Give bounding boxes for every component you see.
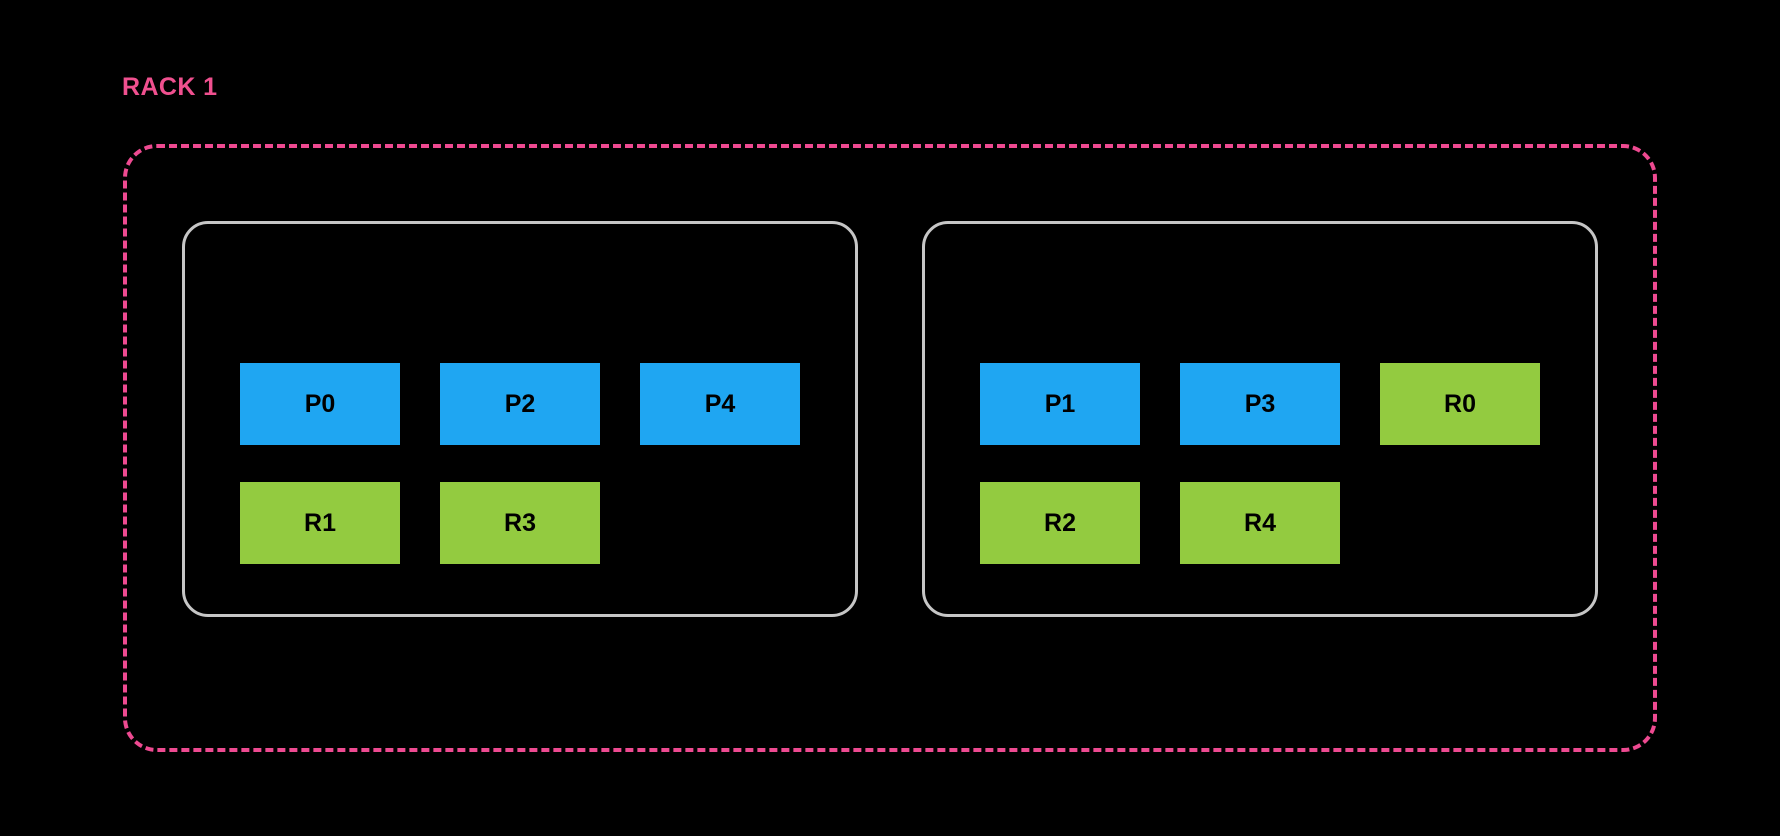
- cell-r1[interactable]: R1: [240, 482, 400, 564]
- cell-p0[interactable]: P0: [240, 363, 400, 445]
- cell-p4[interactable]: P4: [640, 363, 800, 445]
- node-container-right: [922, 221, 1598, 617]
- cell-p3[interactable]: P3: [1180, 363, 1340, 445]
- rack-boundary: [123, 144, 1657, 752]
- cell-r3[interactable]: R3: [440, 482, 600, 564]
- node-container-left: [182, 221, 858, 617]
- cell-r0[interactable]: R0: [1380, 363, 1540, 445]
- cell-r2[interactable]: R2: [980, 482, 1140, 564]
- rack-label: RACK 1: [122, 73, 218, 101]
- cell-p2[interactable]: P2: [440, 363, 600, 445]
- cell-r4[interactable]: R4: [1180, 482, 1340, 564]
- cell-p1[interactable]: P1: [980, 363, 1140, 445]
